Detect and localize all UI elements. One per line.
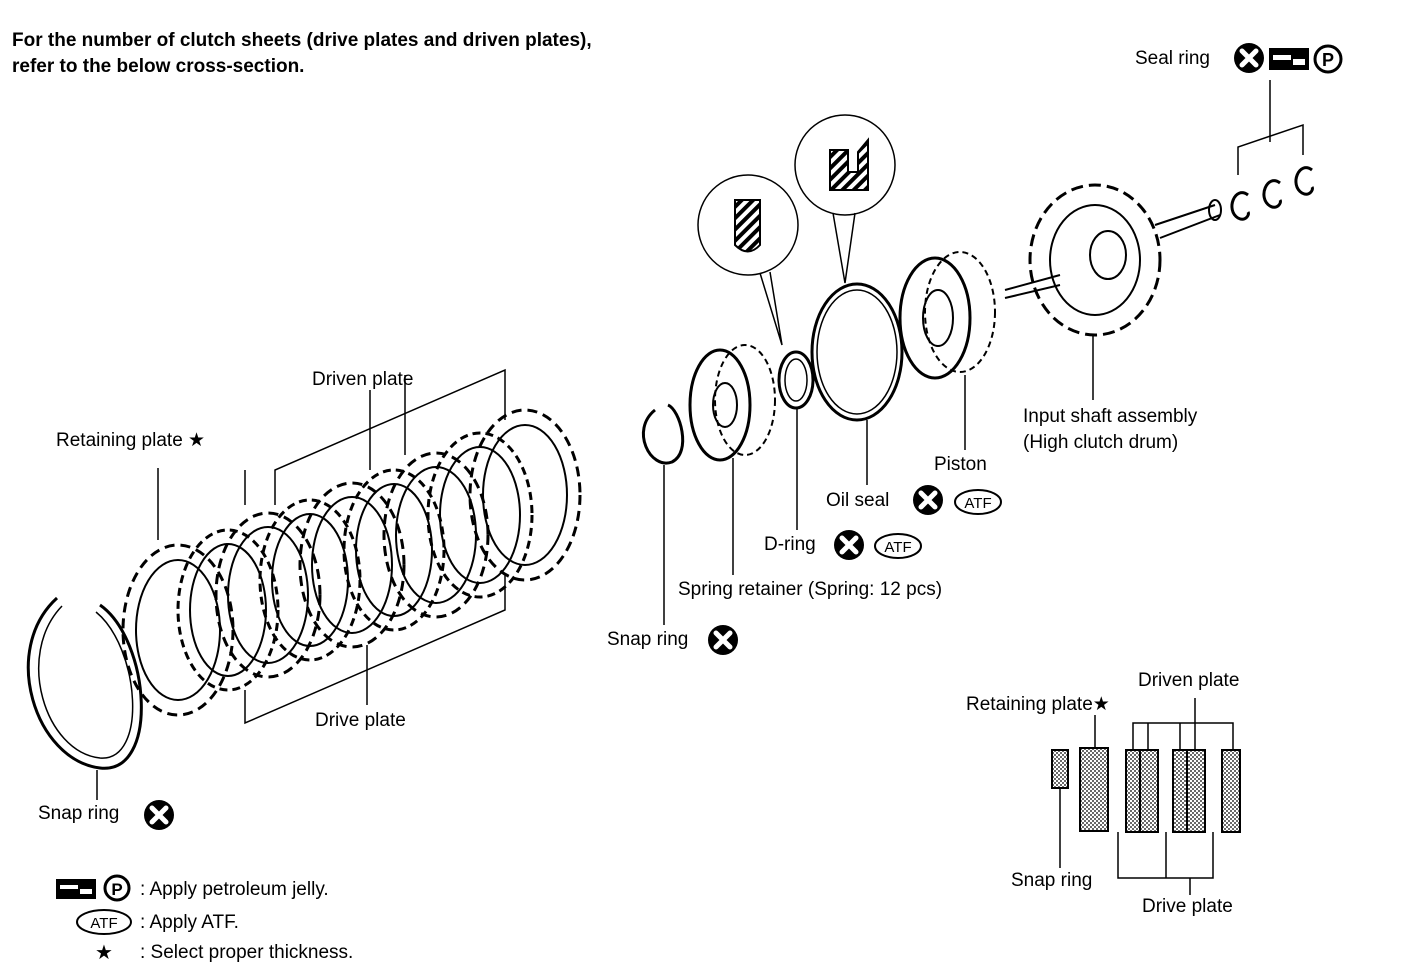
label-snap-ring-mid: Snap ring [607,629,689,650]
plate-7 [426,431,534,599]
plate-5 [342,468,446,632]
hatch-corner-icon [829,137,869,191]
label-piston: Piston [934,454,987,475]
spring-retainer-group [642,114,996,625]
input-shaft-group [1004,80,1314,400]
label-input-shaft-line1: Input shaft assembly [1023,406,1198,427]
label-xs-driven-plate: Driven plate [1138,670,1240,691]
svg-text:P: P [111,880,122,899]
legend-petroleum-text: : Apply petroleum jelly. [140,879,329,900]
svg-text:P: P [1322,50,1334,70]
drive-plate-bracket [244,575,506,725]
d-ring-part [777,350,815,410]
header-note: For the number of clutch sheets (drive p… [12,28,592,80]
label-input-shaft-line2: (High clutch drum) [1023,432,1179,453]
driven-plate-bracket [274,368,506,505]
replace-icon-oil-seal [913,485,943,515]
hatch-bar-icon [734,199,761,253]
piston-part [898,256,972,380]
header-line-2: refer to the below cross-section. [12,56,305,77]
clutch-plate-stack [26,368,582,800]
label-xs-retaining-plate: Retaining plate★ [966,694,1110,715]
xs-drive-plate-2 [1172,749,1188,833]
legend-star-icon: ★ [95,942,113,964]
label-driven-plate: Driven plate [312,369,414,390]
oil-seal-callout [794,114,896,216]
star-icon: ★ [188,430,206,451]
label-xs-snap-ring: Snap ring [1011,870,1093,891]
label-drive-plate: Drive plate [315,710,406,731]
svg-text:ATF: ATF [964,495,991,512]
oil-seal-part [810,282,904,422]
label-retaining-plate: Retaining plate ★ [56,430,206,451]
seal-ring-2 [1262,179,1282,209]
high-clutch-drum-part [1028,183,1162,337]
cross-section-diagram [1051,698,1241,895]
atf-badge-d-ring: ATF [874,533,922,559]
plate-2 [214,511,322,679]
legend-star-text: : Select proper thickness. [140,942,354,963]
legend-atf-text: : Apply ATF. [140,912,239,933]
replace-icon-snap-ring-left [144,800,174,830]
legend-petroleum-icon: P [56,874,131,902]
d-ring-callout [697,174,799,276]
plate-1 [176,528,280,692]
svg-text:ATF: ATF [90,915,117,932]
plate-6 [382,451,490,619]
snap-ring-mid-part [642,403,685,465]
xs-drive-plate-1 [1125,749,1141,833]
label-oil-seal: Oil seal [826,490,890,511]
xs-snap-ring [1051,749,1069,789]
snap-ring-left-part [26,596,143,770]
atf-badge-oil-seal: ATF [954,489,1002,515]
label-snap-ring-left: Snap ring [38,803,120,824]
input-shaft-part [1004,274,1061,299]
seal-ring-1 [1230,191,1250,221]
seal-ring-3 [1294,166,1314,196]
replace-icon-d-ring [834,530,864,560]
label-spring-retainer: Spring retainer (Spring: 12 pcs) [678,579,943,600]
label-seal-ring: Seal ring [1135,48,1210,69]
svg-text:ATF: ATF [884,539,911,556]
plate-4 [298,481,406,649]
xs-retaining-plate [1079,747,1109,832]
plate-8 [468,408,582,582]
xs-driven-plate-2 [1186,749,1206,833]
spring-retainer-part [688,348,752,462]
header-line-1: For the number of clutch sheets (drive p… [12,30,592,51]
xs-drive-plate-3 [1221,749,1241,833]
legend-atf-icon: ATF [76,909,132,935]
replace-icon-snap-ring-mid [708,625,738,655]
star-icon: ★ [1092,694,1110,715]
xs-driven-plate-1 [1139,749,1159,833]
label-d-ring: D-ring [764,534,816,555]
petroleum-jelly-icon-seal-ring: P [1269,44,1343,74]
label-xs-drive-plate: Drive plate [1142,896,1233,917]
replace-icon-seal-ring [1234,43,1264,73]
